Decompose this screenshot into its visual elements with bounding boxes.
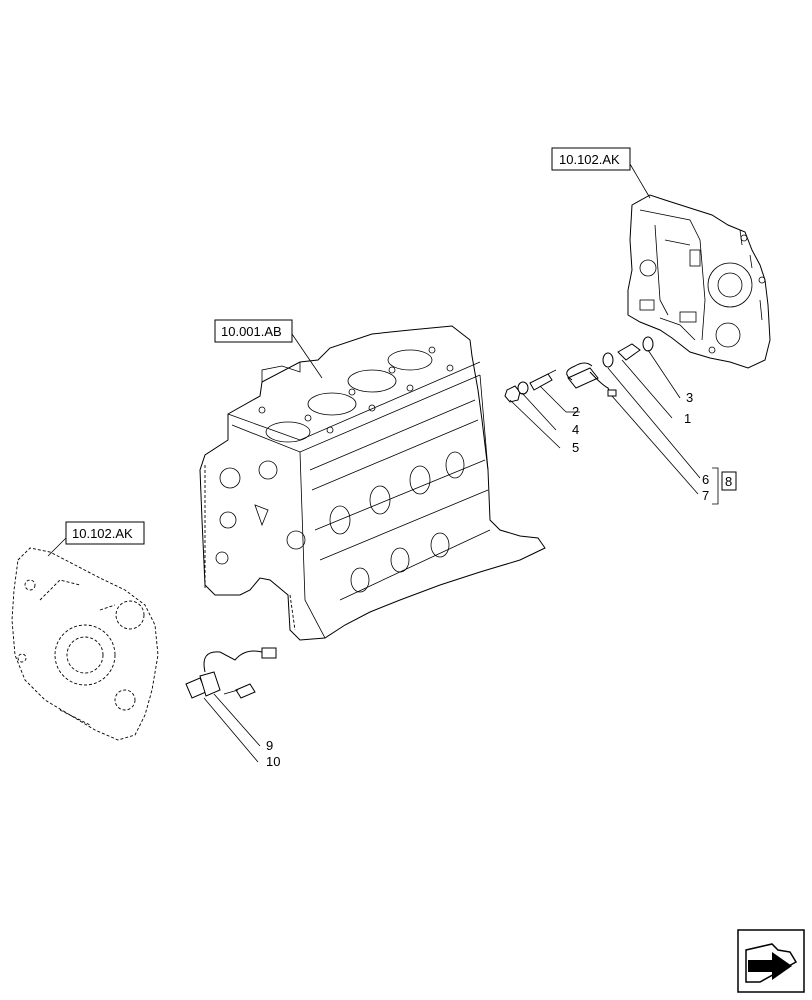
ref-label-engine-block: 10.001.AB <box>221 324 282 339</box>
callout-3[interactable]: 3 <box>686 390 693 405</box>
sensor-assembly-top <box>504 336 654 403</box>
callout-numbers: 3 1 2 4 5 6 7 8 9 10 <box>266 390 737 769</box>
callout-8-box <box>721 471 737 491</box>
callout-6[interactable]: 6 <box>702 472 709 487</box>
sensor-assembly-bottom <box>185 647 277 699</box>
callout-5[interactable]: 5 <box>572 440 579 455</box>
ref-box-timing-cover-left[interactable]: 10.102.AK <box>47 521 145 557</box>
callout-2[interactable]: 2 <box>572 404 579 419</box>
timing-cover-left-drawing <box>11 547 159 741</box>
callout-8[interactable]: 8 <box>725 474 732 489</box>
callout-leaders <box>203 349 719 763</box>
ref-box-engine-block[interactable]: 10.001.AB <box>214 319 323 379</box>
callout-1[interactable]: 1 <box>684 411 691 426</box>
callout-4[interactable]: 4 <box>572 422 579 437</box>
callout-10[interactable]: 10 <box>266 754 280 769</box>
ref-label-timing-cover-left: 10.102.AK <box>72 526 133 541</box>
callout-7[interactable]: 7 <box>702 488 709 503</box>
ref-label-timing-cover-right: 10.102.AK <box>559 152 620 167</box>
timing-cover-right-drawing <box>627 194 771 369</box>
ref-box-timing-cover-right[interactable]: 10.102.AK <box>551 147 651 199</box>
next-page-arrow-icon[interactable] <box>737 929 805 993</box>
callout-9[interactable]: 9 <box>266 738 273 753</box>
engine-block-drawing <box>199 325 546 641</box>
